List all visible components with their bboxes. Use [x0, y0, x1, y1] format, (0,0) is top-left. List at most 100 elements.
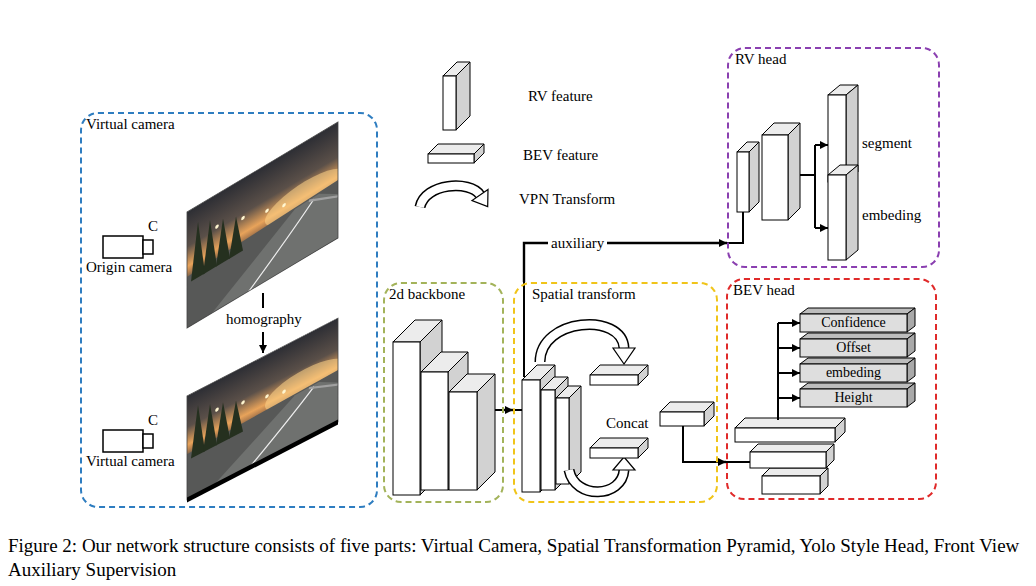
output-label: segment — [862, 135, 912, 152]
slab-front — [800, 314, 907, 332]
camera-label: Origin camera — [86, 259, 172, 276]
output-slab: Offset — [800, 333, 915, 357]
block-front — [762, 476, 820, 494]
block-top — [735, 418, 845, 428]
photo-sky — [187, 122, 338, 328]
block-front — [522, 380, 540, 492]
block-front — [449, 392, 477, 490]
leader-line — [800, 174, 815, 176]
street-light — [282, 202, 286, 208]
block-side — [638, 365, 648, 385]
leader-line — [778, 347, 800, 349]
street-light — [241, 215, 245, 221]
flow-arrow — [718, 461, 726, 463]
output-slab: embeding — [800, 358, 915, 382]
feature-block — [590, 438, 648, 458]
block-front — [660, 412, 704, 426]
flow-arrow — [504, 409, 513, 411]
figure-caption: Figure 2: Our network structure consists… — [8, 534, 1030, 582]
camera-icon — [103, 236, 153, 258]
feature-block — [660, 402, 714, 426]
block-side — [835, 418, 845, 442]
output-label: Height — [800, 389, 907, 407]
slab-front — [800, 364, 907, 382]
leader-line — [778, 322, 800, 324]
leader-line — [814, 145, 816, 228]
block-side — [477, 374, 495, 490]
photo-frame — [187, 318, 338, 500]
arrow-band — [569, 470, 624, 492]
leader-line — [815, 144, 828, 146]
arrow-band — [540, 325, 624, 362]
leader-line — [727, 212, 743, 243]
block-front — [750, 452, 826, 468]
slab-top — [800, 383, 915, 389]
slab-front — [800, 339, 907, 357]
tree — [191, 401, 205, 458]
output-map: embeding — [828, 165, 926, 260]
block-side — [788, 123, 800, 220]
tree — [191, 218, 205, 282]
block-front — [393, 342, 420, 495]
camera-label: Virtual camera — [86, 453, 175, 470]
region-box: RV head segment embeding — [727, 47, 940, 268]
camera-mark: C — [148, 218, 158, 235]
photo-ground — [187, 180, 338, 328]
block-side — [749, 142, 759, 212]
group-title: BEV head — [733, 282, 795, 299]
region-box: Spatial transform — [513, 282, 718, 503]
tree — [216, 399, 230, 446]
road-photo — [187, 314, 345, 500]
camera-icon — [103, 430, 153, 452]
output-slab: Height — [800, 383, 915, 407]
block-side — [638, 438, 648, 458]
slab-side — [907, 308, 915, 332]
transform-label: homography — [226, 311, 302, 328]
block-front — [541, 390, 555, 490]
street-light — [265, 208, 269, 214]
slab-side — [846, 165, 858, 260]
block-top — [762, 468, 828, 476]
tree — [229, 397, 243, 439]
operation-label: Concat — [606, 415, 649, 432]
feature-block — [556, 386, 581, 484]
feature-block — [762, 123, 800, 220]
block-front — [428, 154, 474, 163]
block-front — [737, 152, 749, 212]
tree — [203, 216, 217, 274]
edge-label: auxiliary — [548, 235, 607, 252]
photo-frame — [187, 122, 338, 328]
legend-text: RV feature — [528, 88, 593, 105]
street-light — [215, 407, 219, 412]
guard-rail — [309, 373, 338, 399]
transform-arrow — [420, 186, 488, 207]
slab-front — [800, 389, 907, 407]
tree — [229, 212, 243, 259]
feature-block — [750, 444, 834, 468]
block-side — [826, 444, 834, 468]
leader-line — [815, 227, 828, 229]
lane-line — [249, 387, 314, 468]
block-top — [750, 444, 834, 452]
block-front — [590, 448, 638, 458]
slab-side — [907, 358, 915, 382]
output-label: Confidence — [800, 314, 907, 332]
slab-side — [907, 383, 915, 407]
block-side — [569, 386, 581, 484]
photo-edge — [187, 422, 338, 500]
block-front — [421, 372, 448, 490]
group-title: Virtual camera — [86, 116, 175, 133]
arrow-head — [613, 457, 635, 470]
feature-block — [735, 418, 845, 442]
tree — [203, 400, 217, 452]
region-box: 2d backbone — [383, 282, 504, 503]
leader-line — [523, 282, 525, 377]
tree — [216, 214, 230, 266]
block-front — [735, 428, 835, 442]
group-title: RV head — [735, 51, 786, 68]
leader-line — [683, 426, 718, 462]
feature-block — [737, 142, 759, 212]
street-light — [265, 394, 269, 399]
arrow-band — [420, 186, 480, 207]
